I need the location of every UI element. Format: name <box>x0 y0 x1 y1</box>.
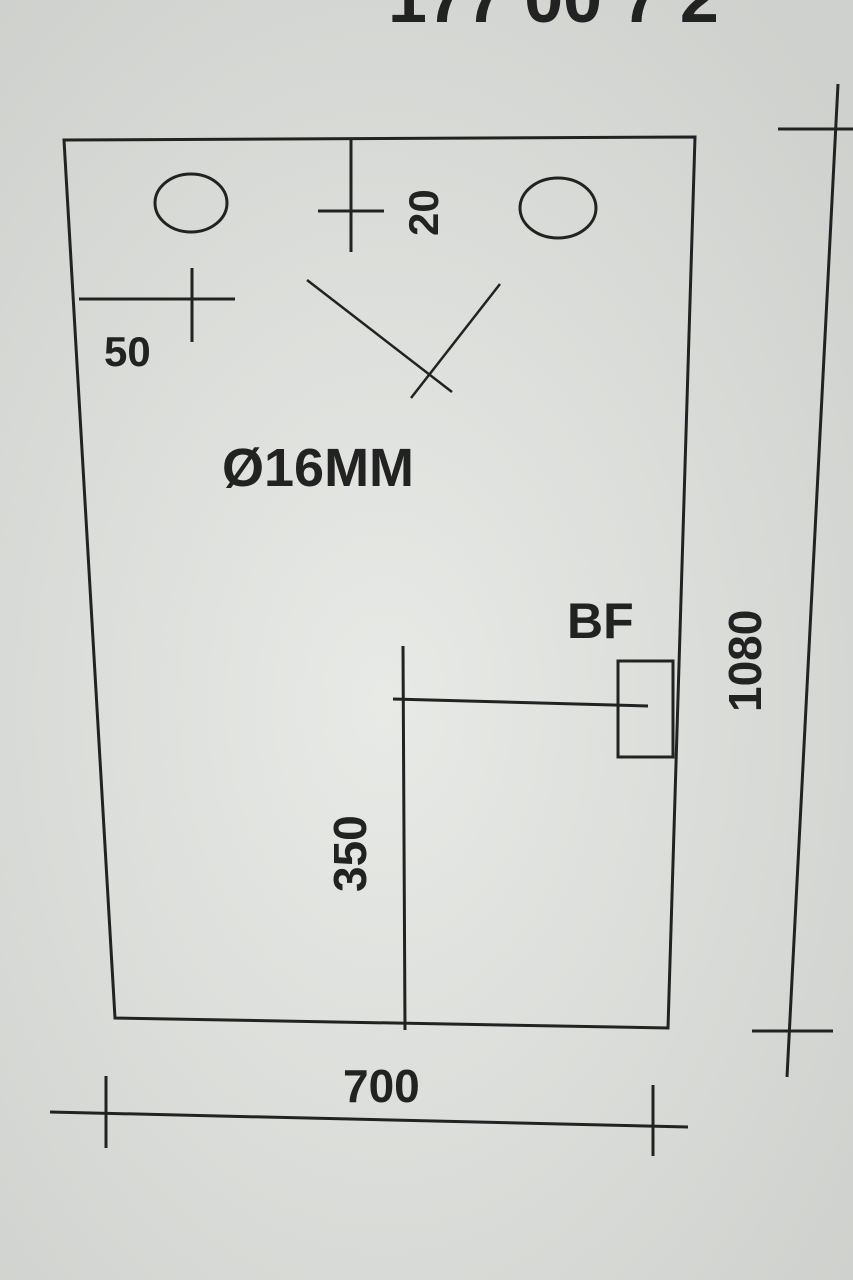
hole-offset-x-label: 50 <box>104 328 151 375</box>
width-dimension-line <box>49 1076 689 1156</box>
hole-diameter-label: Ø16MM <box>222 438 414 498</box>
bf-label: BF <box>567 593 634 649</box>
hole-left <box>153 172 229 234</box>
height-label: 1080 <box>719 610 771 712</box>
hole-offset-y-marker <box>318 140 384 252</box>
width-label: 700 <box>343 1060 420 1112</box>
panel-outline <box>62 135 697 1030</box>
hole-offset-x-marker <box>79 268 235 342</box>
box-offset-marker <box>392 645 649 1031</box>
hole-offset-y-label: 20 <box>400 189 447 236</box>
box-offset-label: 350 <box>324 815 376 892</box>
bf-box <box>616 659 675 759</box>
center-cross-marker <box>306 279 501 399</box>
hole-right <box>518 176 598 240</box>
height-dimension-line <box>752 83 853 1078</box>
header-fragment: 177 00 7 2 <box>388 0 719 37</box>
